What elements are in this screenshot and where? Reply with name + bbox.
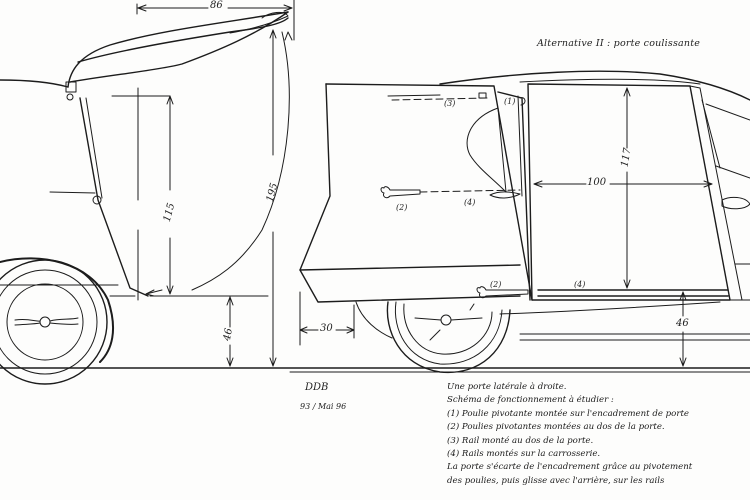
dim-30-arrow-right [346,326,355,334]
pulley-slot [489,191,521,199]
dim-115-arrow-top [166,95,174,105]
rear-fender-front [355,301,393,339]
rear-window-top [705,103,750,121]
rear-spoke-right [450,317,483,321]
note-line: (3) Rail monté au dos de la porte. [447,435,594,446]
rail-3-block [478,92,487,99]
dim-195-arrow-top [269,29,277,39]
note-line: Schéma de fonctionnement à étudier : [447,395,614,406]
dim-label-46-left: 46 [221,327,235,342]
pulley-arm-2-upper [380,186,421,199]
beltline [49,191,96,194]
hood-mid [77,17,289,63]
rear-door-handle [721,196,750,210]
author-initials: DDB [305,382,329,393]
hood-lower [69,11,289,83]
dim-label-100: 100 [587,177,607,188]
dim-46l-arrow-top [226,296,234,306]
window-edge [497,107,507,193]
pulley-1 [519,97,526,106]
arc-arrowhead [284,31,293,41]
door-opening-frame [527,83,731,301]
left-hub [39,316,51,328]
hood-swing-arc [191,31,290,291]
annotation-notes: Une porte latérale à droite. Schéma de f… [447,381,747,488]
dim-46r-arrow-top [679,291,687,301]
pulley-arm-2-lower [476,286,529,299]
left-spoke [14,317,79,322]
dim-117-arrow-bottom [623,279,631,289]
dim-86-arrow-right [283,4,293,12]
dim-30-arrow-left [299,326,308,334]
callout-3: (3) [444,99,456,108]
rear-tire-inner [394,301,503,365]
dim-label-30: 30 [320,323,333,334]
hinge-pivot [66,93,74,101]
rear-window-bottom [715,165,750,179]
rear-rim [403,303,493,355]
drawing-date: 93 / Mai 96 [300,402,347,411]
left-rim [6,283,84,361]
note-line: (1) Poulie pivotante montée sur l'encadr… [447,408,689,419]
window-curve [466,107,507,193]
drawing-title: Alternative II : porte coulissante [537,38,701,49]
leader-arrow [145,289,163,295]
front-door-edge-inner [85,97,103,199]
door-panel-top-right [325,83,533,301]
rail-3-dashed [391,97,489,101]
note-line: des poulies, puis glisse avec l'arrière,… [447,475,665,486]
hood-upper [67,11,289,88]
front-door-edge [79,97,149,297]
leader-arrowhead [145,289,155,297]
left-fender [0,257,115,363]
dim-115-arrow-bottom [166,285,174,295]
note-line: (2) Poulies pivotantes montées au dos de… [447,422,665,433]
left-tire-outer [0,259,108,385]
callout-2-lower: (2) [490,280,502,289]
dim-100-arrow-left [533,180,543,188]
dim-label-46-right: 46 [676,318,689,329]
rail-4-dashed [419,189,521,193]
door-panel-lower-crease [299,264,521,271]
roof-gutter [519,78,701,85]
c-pillar [689,85,743,301]
left-spoke-2 [14,322,79,326]
dim-46l-arrow-bottom [226,357,234,367]
rocker-line [499,301,721,315]
rear-spoke-left [414,317,442,321]
left-body-top [0,79,69,88]
callout-4-upper: (4) [464,198,476,207]
dim-label-86: 86 [210,0,223,11]
door-handle-pivot [92,195,102,205]
note-line: Une porte latérale à droite. [447,382,567,392]
callout-2-upper: (2) [396,203,408,212]
roof-line [439,70,750,101]
dim-100-arrow-right [703,180,713,188]
dim-117-arrow-top [623,87,631,97]
callout-1: (1) [504,97,516,106]
callout-4-lower: (4) [574,280,586,289]
note-line: La porte s'écarte de l'encadrement grâce… [447,462,693,473]
dim-86-arrow-left [137,4,147,12]
dim-46r-arrow-bottom [679,357,687,367]
rail-3-line [387,94,441,97]
rear-spoke-diag-2 [469,303,475,311]
rear-hub [440,314,452,326]
hinge-block [65,81,77,93]
rear-window-edge [701,99,721,169]
note-line: (4) Rails montés sur la carrosserie. [447,449,601,460]
hood-tip [229,11,289,34]
rear-spoke-diag [429,329,441,341]
dim-195-arrow-bottom [269,357,277,367]
left-tire-inner [0,269,98,375]
b-pillar-inner [517,95,523,197]
